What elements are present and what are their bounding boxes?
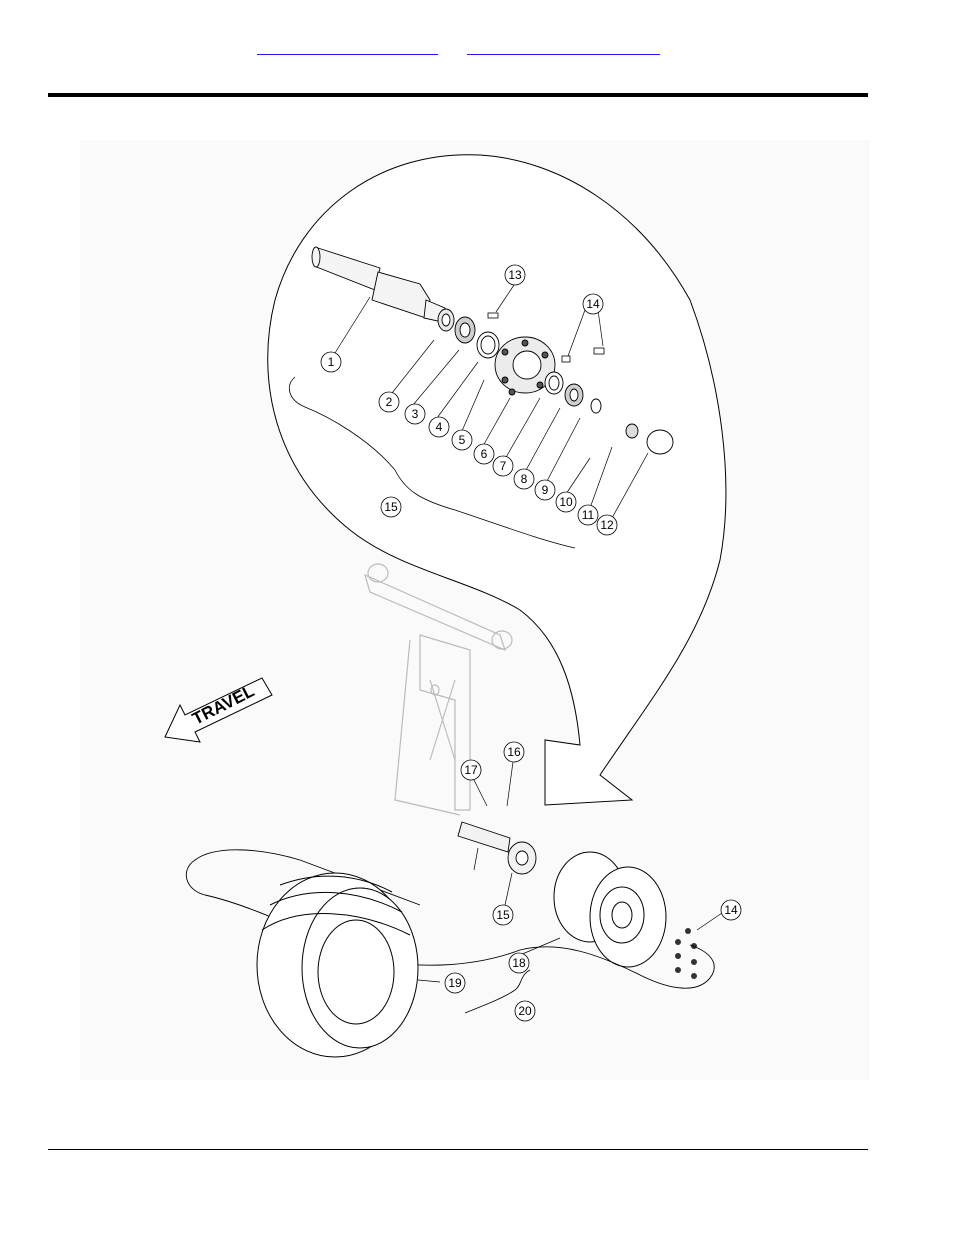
wheel-assembly-outline [185,859,715,989]
tire-19 [256,872,419,1058]
callout-2: 2 [386,395,393,409]
travel-arrow: TRAVEL [164,677,273,743]
callout-4: 4 [436,420,443,434]
leader-lines-upper [334,284,649,519]
callout-18: 18 [512,956,526,970]
bearing-cone-3 [454,316,476,344]
callout-15: 15 [384,500,398,514]
callout-19: 19 [448,976,462,990]
axle-assembly [457,821,537,875]
header-link-right[interactable] [467,38,660,55]
callout-16: 16 [507,745,521,759]
bracket-20 [464,969,531,1014]
callout-3: 3 [412,407,419,421]
magnifier-bubble [267,154,727,806]
callout-bubbles [320,264,742,1022]
callout-13: 13 [508,268,522,282]
callout-15-lower: 15 [496,908,510,922]
callout-labels: 1 2 3 4 5 6 7 8 9 10 11 12 13 14 15 16 1… [328,268,738,1018]
callout-10: 10 [559,495,573,509]
callout-17: 17 [464,763,478,777]
bracket-15-upper [288,376,576,549]
callout-12: 12 [600,518,614,532]
bearing-cup-2 [437,308,455,332]
hub-6 [494,336,556,396]
bottom-rule [48,1149,868,1150]
callout-20: 20 [518,1004,532,1018]
callout-6: 6 [481,447,488,461]
dust-cap-12 [646,429,674,455]
ghost-wheel-arm-frame [364,563,513,816]
header-link-left[interactable] [257,38,438,55]
lug-nuts-14 [675,928,697,979]
top-rule [48,93,868,97]
callout-1: 1 [328,355,335,369]
callout-8: 8 [521,472,528,486]
stud-13 [487,312,499,319]
nut-11 [625,423,639,439]
callout-9: 9 [542,483,549,497]
seal-4 [476,331,500,359]
bolts-14 [561,347,605,363]
callout-5: 5 [459,433,466,447]
callout-14: 14 [586,297,600,311]
leader-lines-lower [417,761,723,983]
wheel-rim-18 [553,851,667,968]
callout-11: 11 [582,508,595,522]
cone-8 [564,383,584,407]
washer-9 [590,398,602,414]
callout-14-lower: 14 [724,903,738,917]
cup-7 [544,371,564,395]
callout-7: 7 [500,459,507,473]
